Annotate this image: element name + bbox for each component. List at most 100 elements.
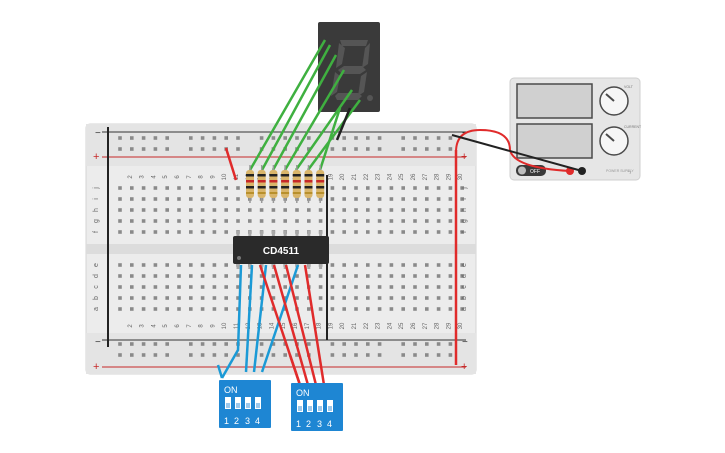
breadboard-hole[interactable] [413,274,417,278]
breadboard-hole[interactable] [165,186,169,190]
breadboard-hole[interactable] [401,263,405,267]
breadboard-hole[interactable] [212,208,217,212]
breadboard-hole[interactable] [448,263,453,267]
rail-hole[interactable] [153,342,158,346]
rail-hole[interactable] [295,136,299,140]
breadboard-hole[interactable] [330,285,335,289]
breadboard-hole[interactable] [153,230,158,234]
rail-hole[interactable] [413,147,417,151]
breadboard-hole[interactable] [200,197,205,201]
breadboard-hole[interactable] [212,285,217,289]
breadboard-hole[interactable] [401,197,405,201]
rail-hole[interactable] [224,342,228,346]
breadboard-hole[interactable] [212,186,217,190]
breadboard-hole[interactable] [130,274,134,278]
breadboard-hole[interactable] [377,274,382,278]
rail-hole[interactable] [307,342,311,346]
breadboard-hole[interactable] [460,263,464,267]
breadboard-hole[interactable] [389,263,394,267]
breadboard-hole[interactable] [189,296,193,300]
breadboard-hole[interactable] [153,208,158,212]
breadboard-hole[interactable] [212,274,217,278]
breadboard-hole[interactable] [200,230,205,234]
breadboard-hole[interactable] [212,263,217,267]
resistor[interactable] [257,165,266,203]
breadboard-hole[interactable] [165,307,169,311]
breadboard-hole[interactable] [366,307,370,311]
breadboard-hole[interactable] [460,230,464,234]
rail-hole[interactable] [330,353,335,357]
rail-hole[interactable] [165,136,169,140]
rail-hole[interactable] [130,147,134,151]
rail-hole[interactable] [436,147,441,151]
breadboard-hole[interactable] [283,208,287,212]
black-supply-wire[interactable] [451,134,583,172]
breadboard-hole[interactable] [401,230,405,234]
breadboard-hole[interactable] [436,296,441,300]
breadboard-hole[interactable] [165,219,169,223]
rail-hole[interactable] [224,136,228,140]
breadboard-hole[interactable] [236,274,240,278]
breadboard-hole[interactable] [330,186,335,190]
rail-hole[interactable] [236,147,240,151]
rail-hole[interactable] [401,136,405,140]
breadboard-hole[interactable] [342,208,346,212]
breadboard-hole[interactable] [389,274,394,278]
rail-hole[interactable] [295,353,299,357]
rail-hole[interactable] [366,342,370,346]
breadboard-hole[interactable] [153,197,158,201]
breadboard-hole[interactable] [271,285,276,289]
rail-hole[interactable] [141,353,146,357]
rail-hole[interactable] [342,136,346,140]
breadboard-hole[interactable] [236,208,240,212]
breadboard-hole[interactable] [354,296,358,300]
display-common-wire[interactable] [335,107,352,141]
resistor[interactable] [246,165,254,203]
breadboard-hole[interactable] [342,274,346,278]
breadboard-hole[interactable] [189,186,193,190]
breadboard-hole[interactable] [377,186,382,190]
breadboard-hole[interactable] [212,296,217,300]
breadboard-hole[interactable] [177,197,181,201]
breadboard-hole[interactable] [224,274,228,278]
breadboard-hole[interactable] [342,285,346,289]
breadboard-hole[interactable] [130,307,134,311]
rail-hole[interactable] [401,353,405,357]
breadboard-hole[interactable] [236,197,240,201]
breadboard-hole[interactable] [200,274,205,278]
green-wires[interactable] [248,39,362,171]
breadboard-hole[interactable] [236,219,240,223]
rail-hole[interactable] [200,147,205,151]
breadboard-hole[interactable] [425,296,429,300]
dip-switch-2[interactable]: ON 1 2 3 4 [291,383,343,431]
breadboard-hole[interactable] [330,197,335,201]
rail-hole[interactable] [271,342,276,346]
breadboard-hole[interactable] [118,296,122,300]
rail-hole[interactable] [165,353,169,357]
rail-hole[interactable] [425,353,429,357]
rail-hole[interactable] [354,342,358,346]
breadboard-hole[interactable] [460,274,464,278]
rail-hole[interactable] [354,147,358,151]
breadboard-hole[interactable] [200,263,205,267]
breadboard-hole[interactable] [366,219,370,223]
breadboard-hole[interactable] [436,263,441,267]
breadboard-hole[interactable] [354,208,358,212]
breadboard-hole[interactable] [248,274,252,278]
breadboard-hole[interactable] [425,186,429,190]
breadboard-hole[interactable] [118,274,122,278]
breadboard-hole[interactable] [212,307,217,311]
resistor[interactable] [269,165,278,203]
rail-hole[interactable] [448,353,453,357]
breadboard-hole[interactable] [318,274,323,278]
breadboard-hole[interactable] [354,263,358,267]
rail-hole[interactable] [283,353,287,357]
breadboard-hole[interactable] [165,296,169,300]
rail-hole[interactable] [259,136,264,140]
breadboard-hole[interactable] [189,208,193,212]
breadboard-hole[interactable] [425,263,429,267]
rail-hole[interactable] [342,342,346,346]
breadboard-hole[interactable] [189,263,193,267]
dip-switch-1[interactable]: ON 1 2 3 4 [219,380,271,428]
rail-hole[interactable] [200,353,205,357]
